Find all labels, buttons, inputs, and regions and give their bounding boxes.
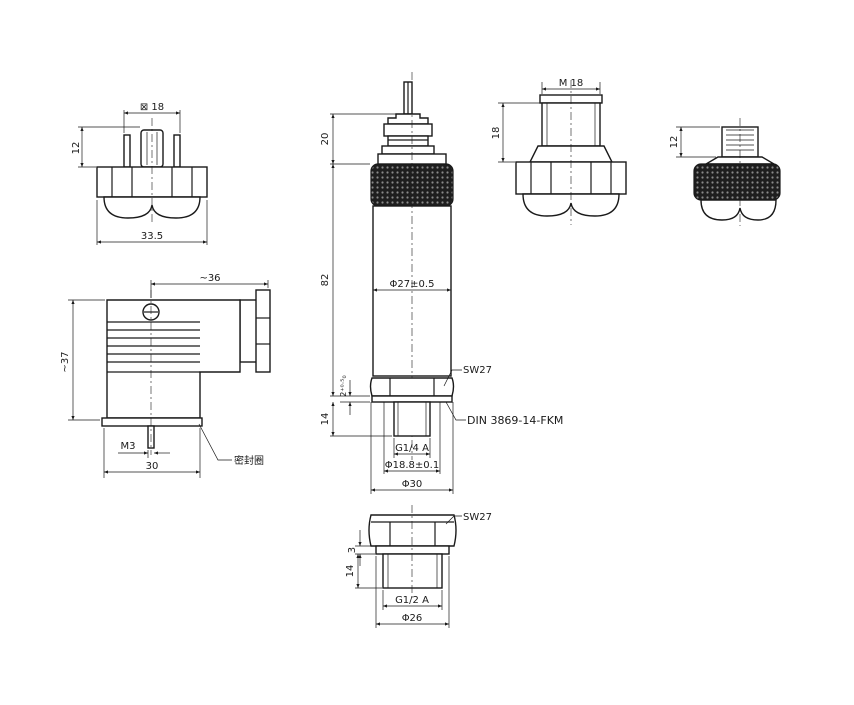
connector-collar-3 xyxy=(381,145,435,155)
connector-base xyxy=(101,417,203,427)
m18-connector-view: M 18 18 xyxy=(491,78,627,225)
dim-3-bottom: 3 xyxy=(347,547,358,553)
dim-14-main: 14 xyxy=(320,413,331,426)
g12-washer xyxy=(375,545,450,555)
connector-collar-1 xyxy=(383,123,433,137)
dim-g12: G1/2 A xyxy=(395,595,429,606)
dim-m18: M 18 xyxy=(559,78,584,89)
pin-left xyxy=(123,134,131,168)
connector-top-view: ⊠ 18 12 33.5 xyxy=(71,102,208,245)
dim-82: 82 xyxy=(320,274,331,287)
din-label: DIN 3869-14-FKM xyxy=(467,414,563,427)
dim-18-square: ⊠ 18 xyxy=(140,102,164,113)
dim-g14: G1/4 A xyxy=(395,443,429,454)
dim-30: 30 xyxy=(146,461,159,472)
dim-m3: M3 xyxy=(121,441,136,452)
dim-12-top: 12 xyxy=(71,142,82,155)
dim-18-side: 18 xyxy=(491,127,502,140)
pin-right xyxy=(173,134,181,168)
dim-2-tolerance: 2⁺⁰·⁵₀ xyxy=(339,375,348,396)
dim-36: ~36 xyxy=(199,273,220,284)
dim-37: ~37 xyxy=(60,351,71,372)
connector-cap xyxy=(387,113,429,125)
m12-lobes xyxy=(700,199,777,221)
dim-phi30: Φ30 xyxy=(402,479,423,490)
hex-nut xyxy=(369,377,455,397)
m12-connector-view: 12 xyxy=(669,118,781,226)
g12-connection-view: SW27 3 14 G1/2 A Φ26 xyxy=(345,505,492,628)
thread-g14 xyxy=(393,401,431,437)
sw27-bottom-label: SW27 xyxy=(463,512,492,523)
seal-ring-label: 密封圈 xyxy=(234,454,264,467)
g12-hex-nut xyxy=(368,514,457,547)
connector-side-view: ~36 ~37 M3 30 密封圈 xyxy=(60,273,271,478)
sw27-main-label: SW27 xyxy=(463,365,492,376)
dim-12-right: 12 xyxy=(669,136,680,149)
dim-14-bottom: 14 xyxy=(345,565,356,578)
transmitter-main-view: 20 82 2⁺⁰·⁵₀ 14 Φ27±0.5 SW27 DIN 3869-14… xyxy=(320,72,563,494)
dim-33-5: 33.5 xyxy=(141,231,163,242)
cable-gland-nut xyxy=(255,289,271,373)
connector-housing xyxy=(106,299,241,419)
dim-phi18-8: Φ18.8±0.1 xyxy=(385,460,439,471)
g12-thread xyxy=(382,553,443,589)
dim-phi27: Φ27±0.5 xyxy=(390,279,435,290)
m12-knurled-nut xyxy=(693,163,781,201)
seal-washer xyxy=(371,395,453,403)
dim-20: 20 xyxy=(320,133,331,146)
dim-phi26: Φ26 xyxy=(402,613,423,624)
connector-collar-2 xyxy=(387,135,429,147)
